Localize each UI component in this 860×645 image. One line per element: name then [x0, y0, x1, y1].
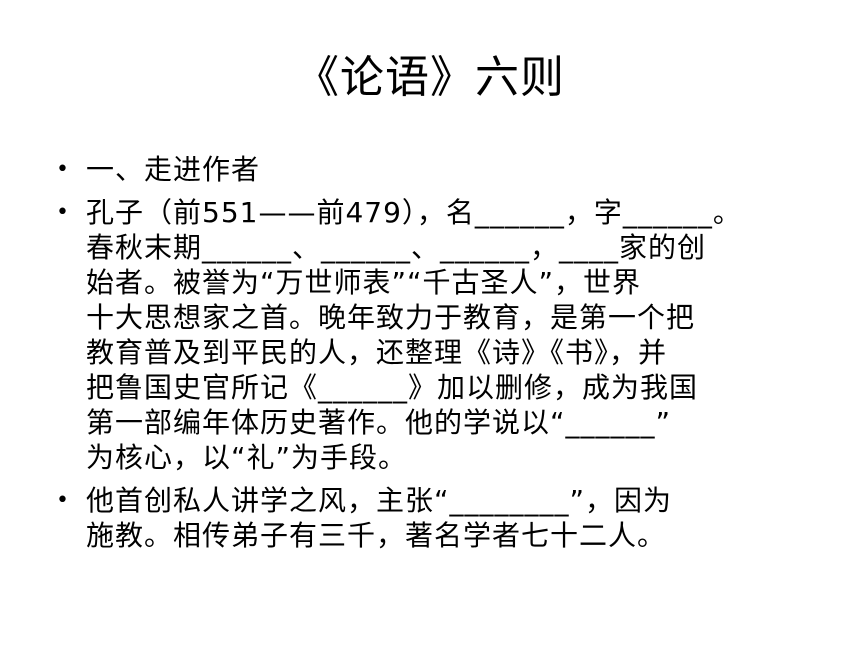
bullet-dot-icon: • [56, 200, 69, 225]
bullet-item-confucius-bio: • 孔子（前551——前479），名______，字______。 春秋末期__… [48, 195, 808, 475]
bullet-dot-icon: • [56, 488, 69, 513]
text-line: 十大思想家之首。晚年致力于教育，是第一个把 [86, 301, 696, 334]
text-line: 第一部编年体历史著作。他的学说以“______” [86, 406, 672, 439]
slide-title: 《论语》六则 [295, 52, 565, 103]
text-line: 始者。被誉为“万世师表”“千古圣人”，世界 [86, 266, 642, 299]
bullet-list: • 一、走进作者 • 孔子（前551——前479），名______，字_____… [48, 152, 808, 561]
bullet-text: 他首创私人讲学之风，主张“________”，因为 施教。相传弟子有三千，著名学… [86, 483, 808, 553]
text-line: 他首创私人讲学之风，主张“________”，因为 [86, 484, 673, 517]
bullet-item-intro: • 一、走进作者 [48, 152, 808, 187]
text-line: 施教。相传弟子有三千，著名学者七十二人。 [86, 519, 667, 552]
text-line: 孔子（前551——前479），名______，字______。 [86, 196, 742, 229]
bullet-text: 一、走进作者 [86, 152, 808, 187]
bullet-item-teaching: • 他首创私人讲学之风，主张“________”，因为 施教。相传弟子有三千，著… [48, 483, 808, 553]
text-line: 把鲁国史官所记《______》加以删修，成为我国 [86, 371, 699, 404]
text-line: 为核心，以“礼”为手段。 [86, 441, 408, 474]
bullet-dot-icon: • [56, 157, 69, 182]
text-line: 一、走进作者 [86, 153, 261, 186]
text-line: 教育普及到平民的人，还整理《诗》《书》，并 [86, 336, 668, 369]
bullet-text: 孔子（前551——前479），名______，字______。 春秋末期____… [86, 195, 808, 475]
text-line: 春秋末期______、______、______，____家的创 [86, 231, 707, 264]
